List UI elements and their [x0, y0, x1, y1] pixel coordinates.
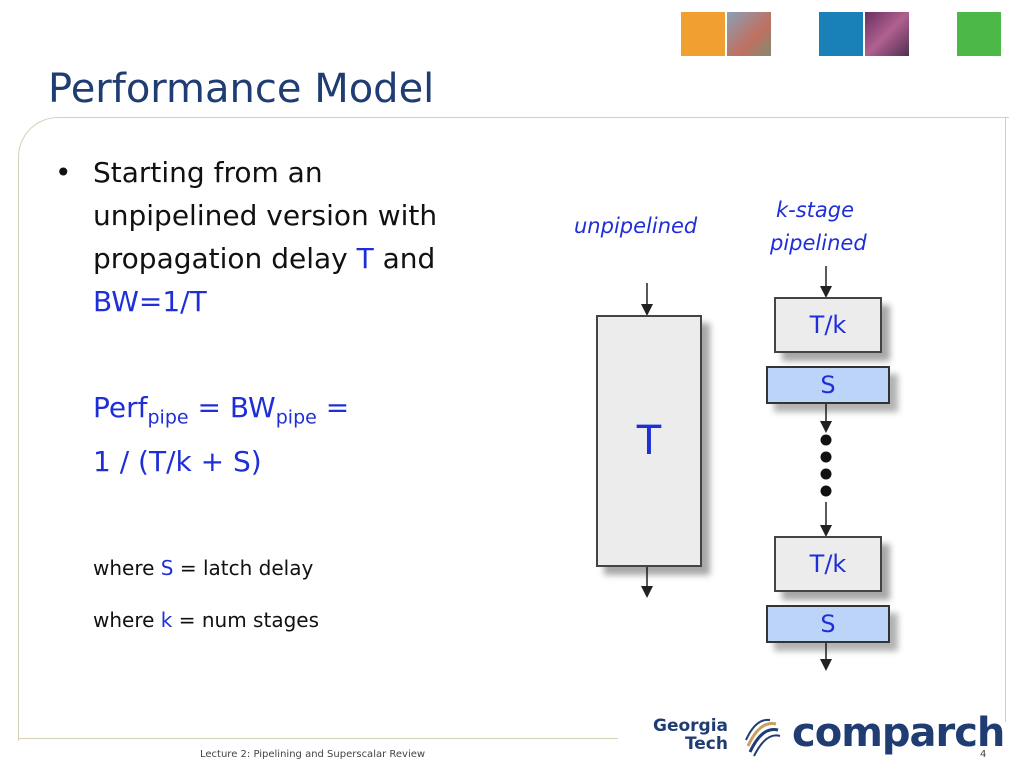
ellipsis-dot-1 — [820, 434, 832, 446]
stage-1-block: T/k — [774, 297, 882, 353]
kstage-label-2: pipelined — [770, 231, 867, 255]
unpipelined-block: T — [596, 315, 702, 567]
perf-label: Perf — [93, 391, 148, 424]
comparch-swirl-icon — [745, 718, 781, 757]
stage-2-block: T/k — [774, 536, 882, 592]
note-2-pre: where — [93, 608, 161, 632]
ellipsis-dot-2 — [820, 451, 832, 463]
note-1-pre: where — [93, 556, 161, 580]
georgia-tech-logo-line-2: Tech — [684, 734, 728, 754]
bullet-text: Starting from an unpipelined version wit… — [93, 151, 437, 323]
bullet-line-4: BW=1/T — [93, 285, 207, 318]
ellipsis-dot-3 — [820, 468, 832, 480]
formula-equals: = — [316, 391, 350, 424]
unpipelined-label: unpipelined — [574, 214, 698, 238]
bw-sub: pipe — [275, 406, 317, 429]
content-frame-bottom — [18, 738, 618, 739]
bullet-line-3-post: and — [373, 242, 436, 275]
bullet-line-2: unpipelined version with — [93, 199, 438, 232]
bullet-dot: • — [55, 156, 72, 189]
latch-1: S — [766, 366, 890, 404]
header-square-green — [957, 12, 1001, 56]
note-latch-delay: where S = latch delay — [93, 556, 313, 580]
header-photo-campus — [727, 12, 771, 56]
note-num-stages: where k = num stages — [93, 608, 319, 632]
bullet-line-3-pre: propagation delay — [93, 242, 357, 275]
bullet-line-1: Starting from an — [93, 156, 323, 189]
perf-formula: Perfpipe = BWpipe = 1 / (T/k + S) — [93, 386, 349, 483]
perf-formula-line-1: Perfpipe = BWpipe = — [93, 386, 349, 440]
latch-2: S — [766, 605, 890, 643]
page-number: 4 — [980, 749, 987, 760]
comparch-logo: comparch — [792, 710, 1005, 756]
slide-title: Performance Model — [48, 66, 435, 112]
bullet-line-3: propagation delay T and — [93, 237, 437, 280]
kstage-label-1: k-stage — [776, 198, 855, 222]
header-photo-chip — [865, 12, 909, 56]
content-frame — [18, 117, 1009, 741]
header-square-orange — [681, 12, 725, 56]
perf-sub: pipe — [147, 406, 189, 429]
note-1-var: S — [160, 556, 174, 580]
note-2-post: = num stages — [172, 608, 319, 632]
note-1-post: = latch delay — [173, 556, 314, 580]
footer-lecture: Lecture 2: Pipelining and Superscalar Re… — [200, 749, 426, 760]
georgia-tech-logo: Georgia Tech — [636, 717, 728, 753]
georgia-tech-logo-line-1: Georgia — [652, 716, 728, 736]
bullet-var-T: T — [356, 242, 374, 275]
ellipsis-dot-4 — [820, 485, 832, 497]
content-frame-right — [1005, 117, 1006, 722]
note-2-var: k — [160, 608, 173, 632]
bw-label: = BW — [188, 391, 276, 424]
header-square-teal — [819, 12, 863, 56]
perf-formula-line-2: 1 / (T/k + S) — [93, 444, 262, 478]
